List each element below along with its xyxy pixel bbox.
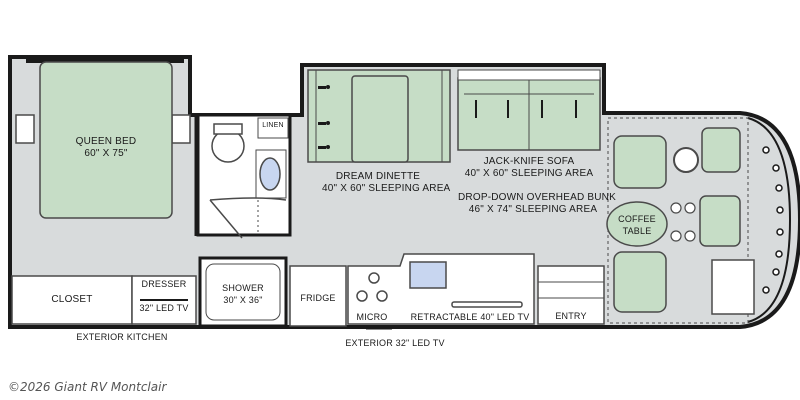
entry-steps [537, 265, 605, 325]
dinette-table [351, 75, 409, 163]
copyright-text: ©2026 Giant RV Montclair [8, 380, 167, 394]
shower-inner [205, 263, 281, 321]
cab-step [711, 259, 755, 315]
driver-seat [701, 127, 741, 173]
entry-label: ENTRY [555, 311, 587, 321]
toilet [211, 129, 245, 163]
passenger-seat-front [613, 135, 667, 189]
fridge-label: FRIDGE [300, 293, 336, 303]
sofa-back [457, 69, 601, 81]
retractable-tv-label: RETRACTABLE 40" LED TV [410, 312, 530, 322]
bath-door [209, 197, 287, 239]
steering-wheel [673, 147, 699, 173]
outer-wall [8, 55, 800, 329]
cab-lights [762, 146, 784, 294]
exterior-tv-label: EXTERIOR 32" LED TV [345, 338, 445, 348]
exterior-kitchen-label: EXTERIOR KITCHEN [76, 332, 168, 342]
kitchen-sink [409, 261, 447, 289]
linen-label: LINEN [262, 122, 284, 129]
nightstand-right [171, 114, 191, 144]
passenger-cab-seat [699, 195, 741, 247]
headboard-wall [26, 57, 184, 63]
stove-burners [356, 272, 388, 302]
retractable-tv-bar [451, 301, 523, 308]
cab-area [607, 117, 749, 324]
fridge [289, 265, 347, 327]
nightstand-left [15, 114, 35, 144]
dresser-tv-label: 32" LED TV [139, 303, 189, 313]
coffee-table-shape [606, 201, 668, 247]
dinette-seatbelts [318, 85, 330, 149]
cab-windshield [747, 117, 792, 323]
micro-label: MICRO [356, 312, 388, 322]
bath-sink [259, 157, 281, 191]
linen-cabinet [257, 117, 289, 139]
toilet-tank [213, 123, 243, 135]
dresser-label: DRESSER [141, 279, 187, 289]
closet-label: CLOSET [51, 294, 93, 305]
sofa-seatbelts [475, 100, 577, 118]
passenger-seat-rear [613, 251, 667, 313]
queen-bed [39, 61, 173, 219]
closet [11, 275, 133, 325]
cab-controls [670, 202, 696, 242]
